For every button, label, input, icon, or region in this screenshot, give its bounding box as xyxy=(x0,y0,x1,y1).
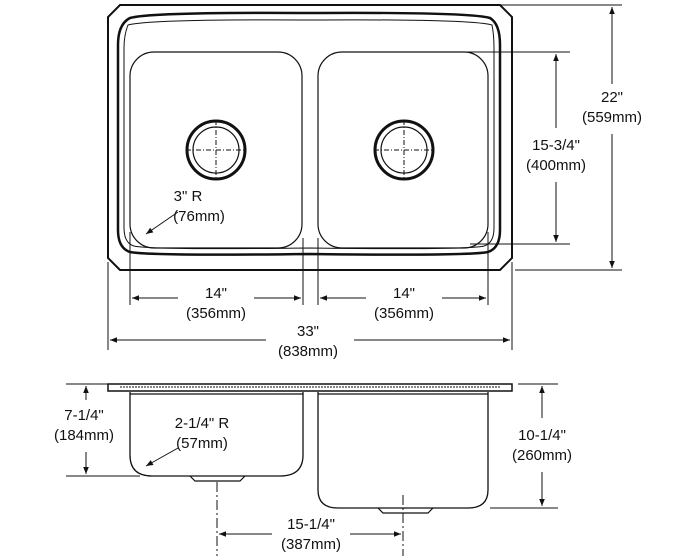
bottom-radius-label-mm: (57mm) xyxy=(176,435,228,452)
left-drain xyxy=(185,119,247,181)
left-bowl-width-label-mm: (356mm) xyxy=(186,305,246,322)
left-drain-section xyxy=(189,475,246,482)
right-depth-label: 10-1/4" xyxy=(518,427,566,444)
corner-radius-leader xyxy=(145,211,179,235)
right-drain xyxy=(373,119,435,181)
sink-flange xyxy=(107,383,513,392)
left-bowl-width-label: 14" xyxy=(205,285,227,302)
overall-length-label-mm: (559mm) xyxy=(582,109,642,126)
overall-width-label: 33" xyxy=(297,323,319,340)
left-bowl-section xyxy=(129,392,304,477)
overall-width-label-mm: (838mm) xyxy=(278,343,338,360)
right-bowl xyxy=(317,51,489,249)
bottom-radius-label: 2-1/4" R xyxy=(175,415,230,432)
plan-view: 3" R (76mm) 14" (356mm) 14" (356mm) 33" … xyxy=(107,4,642,360)
sink-outer-rim xyxy=(107,4,513,271)
right-drain-section xyxy=(377,507,434,514)
left-depth-label: 7-1/4" xyxy=(64,407,104,424)
corner-radius-label: 3" R xyxy=(174,188,203,205)
right-depth-label-mm: (260mm) xyxy=(512,447,572,464)
left-bowl xyxy=(129,51,303,249)
right-bowl-section xyxy=(317,392,489,509)
drain-spacing-label-mm: (387mm) xyxy=(281,536,341,553)
bowl-length-label: 15-3/4" xyxy=(532,137,580,154)
section-view: 7-1/4" (184mm) 2-1/4" R (57mm) 10-1/4" (… xyxy=(54,383,572,556)
right-bowl-width-label-mm: (356mm) xyxy=(374,305,434,322)
drain-spacing-label: 15-1/4" xyxy=(287,516,335,533)
bottom-radius-leader xyxy=(145,447,179,467)
bowl-length-label-mm: (400mm) xyxy=(526,157,586,174)
left-depth-label-mm: (184mm) xyxy=(54,427,114,444)
overall-length-label: 22" xyxy=(601,89,623,106)
right-bowl-width-label: 14" xyxy=(393,285,415,302)
sink-rim-detail xyxy=(123,19,495,250)
corner-radius-label-mm: (76mm) xyxy=(173,208,225,225)
